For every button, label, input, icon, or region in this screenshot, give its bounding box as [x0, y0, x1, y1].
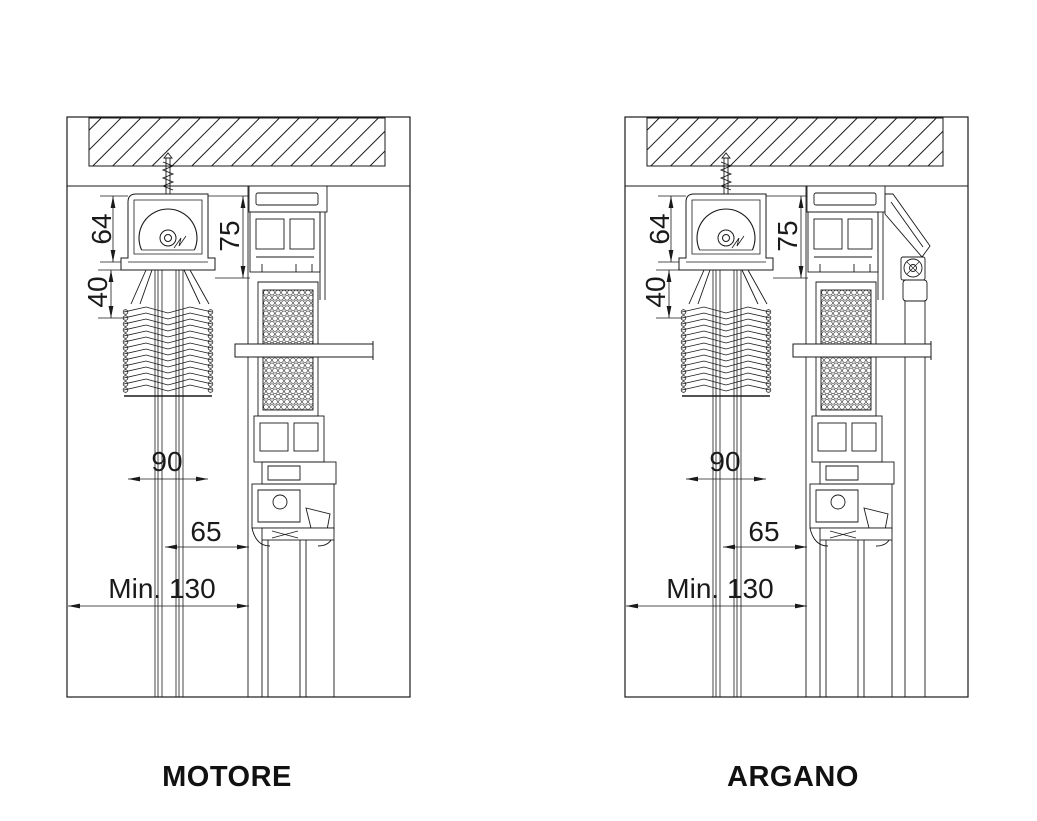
dim-90-label: 90 [709, 446, 740, 477]
dim-90-label: 90 [151, 446, 182, 477]
section-drawing-argano [625, 117, 968, 697]
dim-65-label: 65 [190, 516, 221, 547]
dimension-labels-argano: 64 75 40 90 65 Min. 130 [640, 213, 803, 604]
section-drawing-motore [67, 117, 410, 697]
panel-motore: 64 75 40 90 65 Min. 130 MOTORE [67, 117, 410, 793]
dim-64-label: 64 [644, 213, 675, 244]
dim-min130-label: Min. 130 [666, 573, 773, 604]
dim-40-label: 40 [82, 276, 113, 307]
dim-65-label: 65 [748, 516, 779, 547]
dim-64-label: 64 [86, 213, 117, 244]
dim-75-label: 75 [772, 220, 803, 251]
caption-argano: ARGANO [727, 761, 859, 793]
dim-min130-label: Min. 130 [108, 573, 215, 604]
caption-motore: MOTORE [162, 761, 292, 793]
panel-argano: 64 75 40 90 65 Min. 130 ARGANO [625, 117, 968, 793]
dimension-labels-motore: 64 75 40 90 65 Min. 130 [82, 213, 245, 604]
dim-40-label: 40 [640, 276, 671, 307]
dim-75-label: 75 [214, 220, 245, 251]
